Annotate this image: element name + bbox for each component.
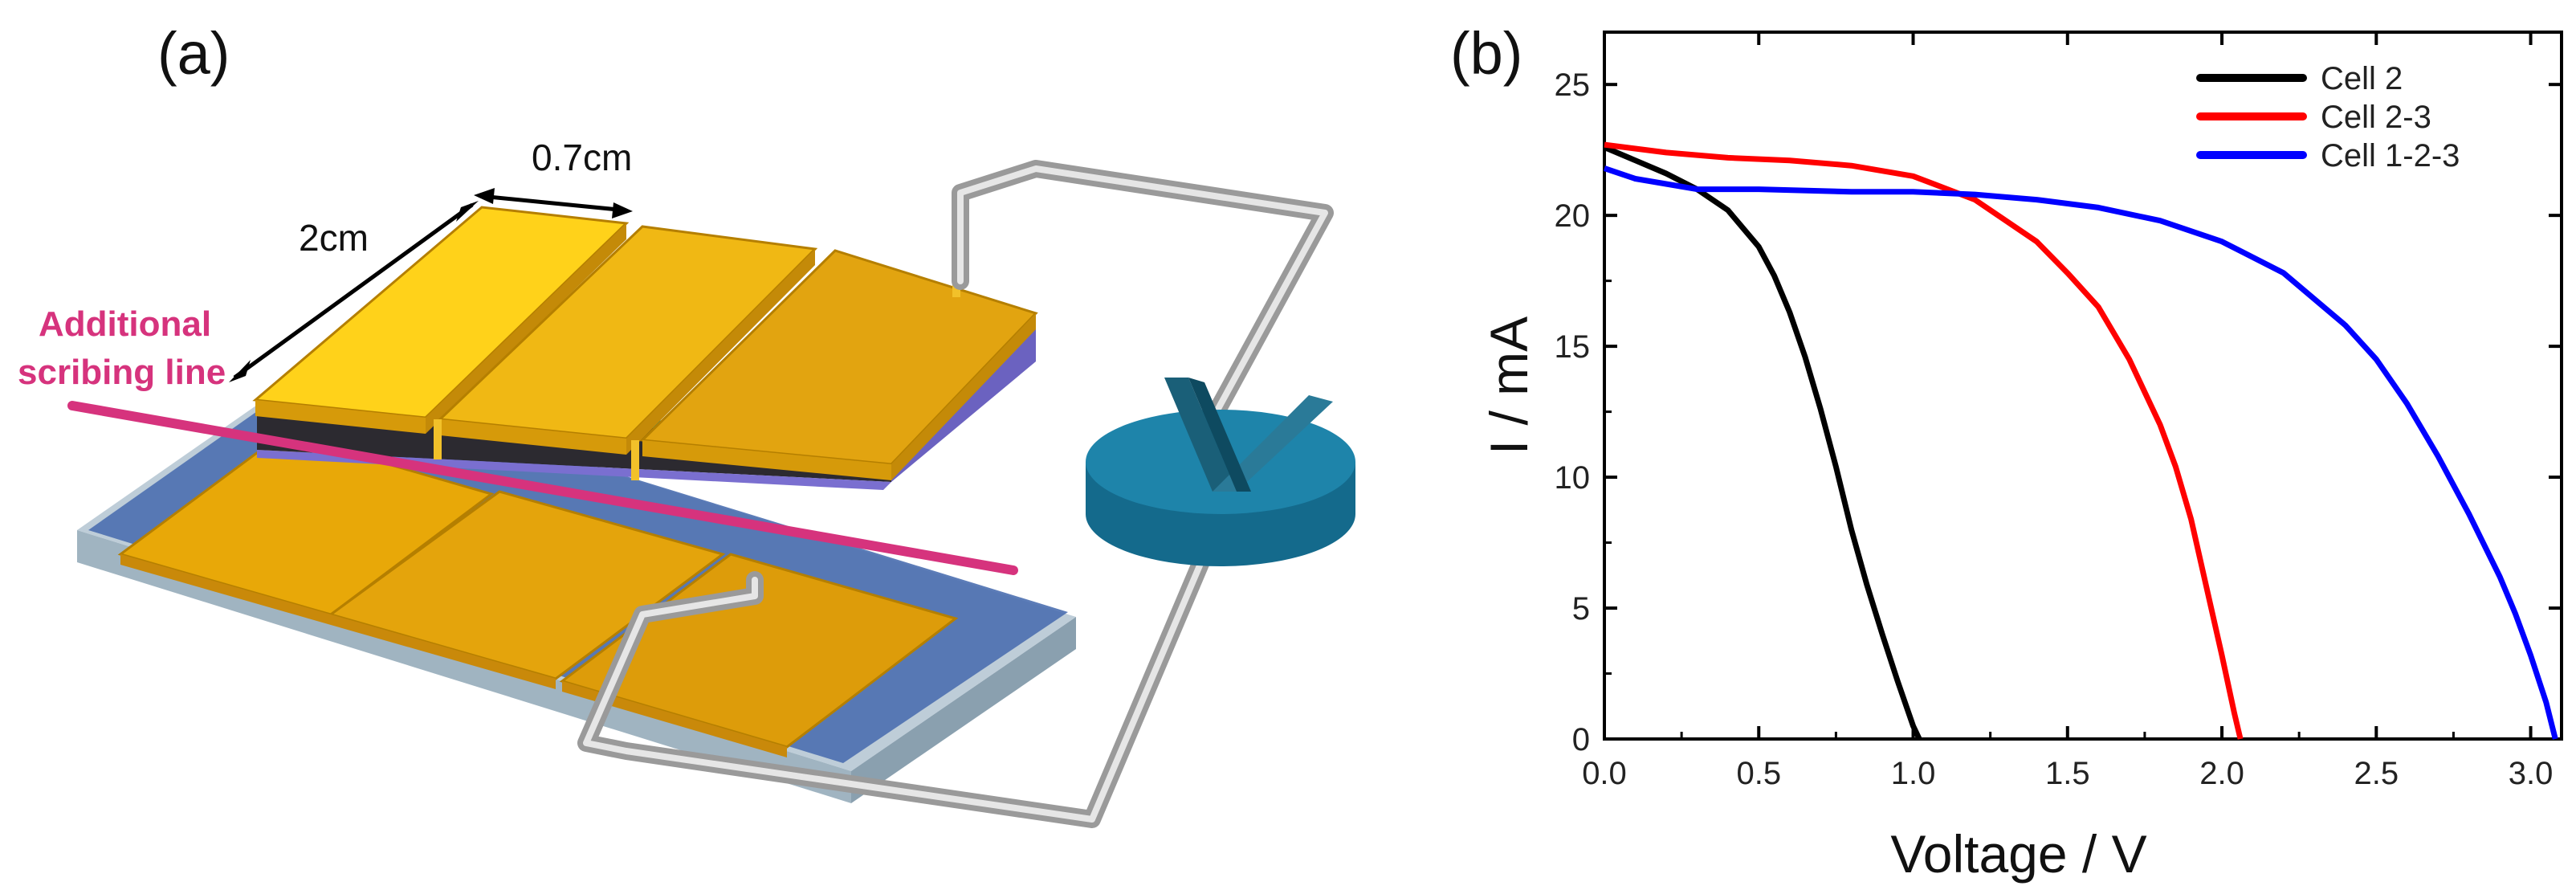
annotation-line2: scribing line <box>18 353 226 392</box>
dimension-length: 2cm <box>229 201 479 382</box>
y-tick-label: 5 <box>1572 591 1590 627</box>
y-tick-label: 10 <box>1555 460 1591 496</box>
scribing-line <box>67 401 1018 575</box>
legend-label: Cell 2-3 <box>2321 100 2431 135</box>
top-cells <box>252 206 1038 480</box>
x-tick-label: 3.0 <box>2509 756 2554 791</box>
x-tick-label: 0.0 <box>1582 756 1627 791</box>
y-tick-label: 0 <box>1572 722 1590 757</box>
y-tick-label: 15 <box>1555 329 1591 365</box>
x-tick-label: 1.0 <box>1891 756 1936 791</box>
plot-frame <box>1603 31 2563 741</box>
dimension-width: 0.7cm <box>474 137 633 218</box>
x-tick-label: 1.5 <box>2045 756 2090 791</box>
x-axis-label: Voltage / V <box>1890 824 2146 884</box>
x-tick-label: 0.5 <box>1736 756 1781 791</box>
series-line-1 <box>1604 141 2244 740</box>
legend-label: Cell 1-2-3 <box>2321 138 2460 174</box>
dim-width-label: 0.7cm <box>532 137 632 178</box>
y-axis-label: I / mA <box>1479 316 1539 455</box>
x-tick-label: 2.0 <box>2199 756 2244 791</box>
panel-b-label: (b) <box>1450 20 1522 87</box>
legend-label: Cell 2 <box>2321 61 2403 96</box>
panel-a-illustration: (a) <box>18 20 1355 828</box>
series-line-2 <box>1603 165 2558 740</box>
voltmeter-icon <box>1086 378 1355 566</box>
y-tick-label: 20 <box>1555 198 1591 234</box>
bottom-electrodes <box>117 432 959 757</box>
dim-length-label: 2cm <box>299 217 369 259</box>
panel-a-label: (a) <box>157 20 230 87</box>
y-tick-label: 25 <box>1555 67 1591 103</box>
annotation-line1: Additional <box>39 304 211 344</box>
x-tick-label: 2.5 <box>2354 756 2399 791</box>
series-line-0 <box>1603 145 1922 741</box>
panel-b-chart: (b) 0.0 0.5 1.0 1.5 2.0 2.5 3.0 0 5 10 15 20 25Volta… <box>1450 20 2563 884</box>
